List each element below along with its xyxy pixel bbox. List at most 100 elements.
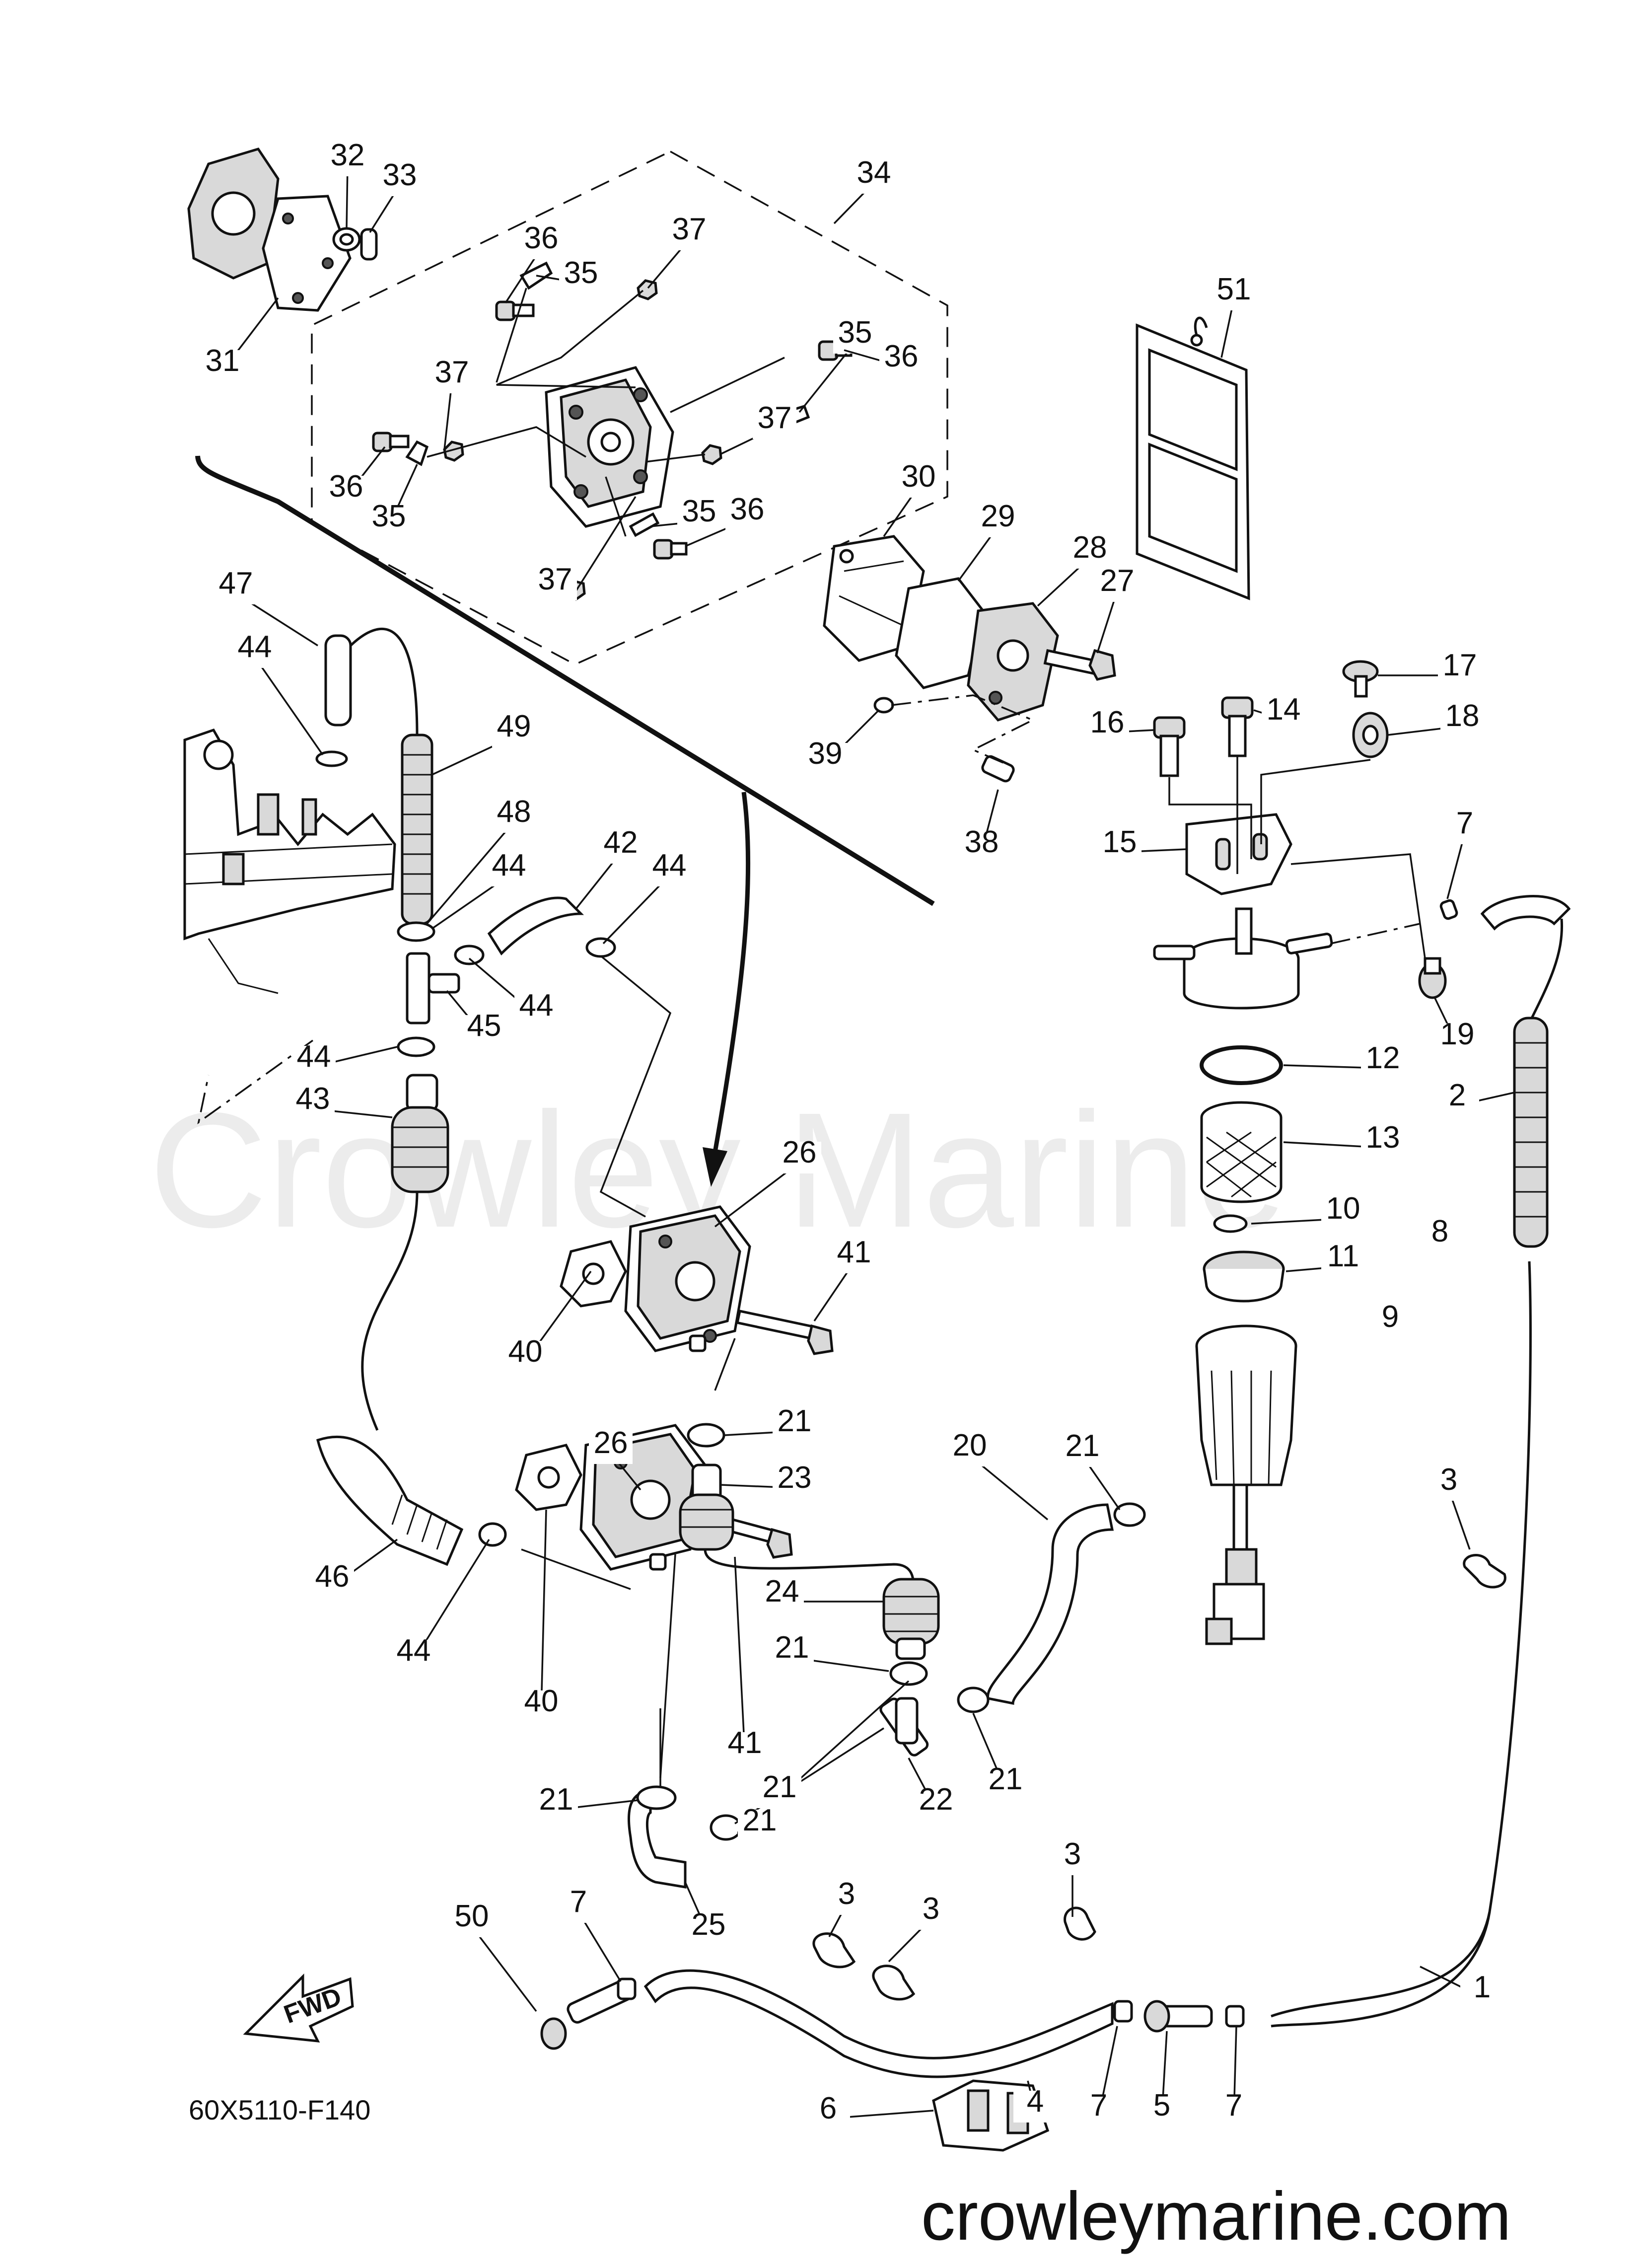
callout-bg <box>897 466 940 498</box>
diagram-code: 60X5110-F140 <box>189 2094 370 2125</box>
part-48-clamp <box>397 921 435 942</box>
part-20-elbow-hose <box>987 1503 1114 1705</box>
part-33-spring <box>360 228 378 261</box>
callout-bg <box>773 1467 816 1499</box>
callout-label: 4 <box>1027 2084 1044 2119</box>
callout-label: 36 <box>329 469 363 504</box>
kit-34-dashed-outline <box>311 150 948 665</box>
callout-label: 36 <box>730 492 765 526</box>
callout-label: 44 <box>492 848 526 882</box>
part-36-screw-a <box>495 300 535 321</box>
part-39-oring <box>873 697 894 714</box>
part-50-connector <box>540 1979 633 2050</box>
callout-label: 38 <box>965 825 999 859</box>
part-25-elbow <box>627 1789 687 1889</box>
part-21-clamp-b <box>889 1661 928 1686</box>
callout-bg <box>514 995 558 1026</box>
callout-label: 44 <box>238 630 272 664</box>
hose-43-to-46 <box>361 1191 419 1431</box>
callout-label: 28 <box>1073 530 1107 565</box>
callout-label: 35 <box>372 499 406 533</box>
callout-label: 19 <box>1440 1017 1475 1051</box>
callout-bg <box>1440 705 1484 737</box>
callout-bg <box>738 1810 782 1841</box>
part-23-hose-joint <box>679 1463 734 1551</box>
callout-bg <box>1077 2095 1121 2126</box>
callout-label: 44 <box>297 1039 331 1074</box>
callout-label: 7 <box>1225 2088 1242 2122</box>
callout-bg <box>1460 1976 1504 2008</box>
callout-bg <box>450 1905 494 1937</box>
callout-leader <box>426 821 515 925</box>
filter-guide-line <box>1330 923 1421 945</box>
hose-23-to-24 <box>704 1549 915 1590</box>
callout-label: 15 <box>1103 825 1137 859</box>
part-28-cover <box>967 602 1059 722</box>
callout-bg <box>984 1768 1027 1800</box>
part-4-hose <box>643 1969 1114 2078</box>
part-49-hose <box>401 733 433 925</box>
callout-label: 34 <box>857 155 891 190</box>
callout-bg <box>758 1776 801 1808</box>
callout-bg <box>914 1789 958 1821</box>
callout-leader <box>540 1509 547 1712</box>
part-44-clamp-a <box>315 750 348 767</box>
callout-label: 26 <box>594 1426 628 1460</box>
part-42-elbow-hose <box>487 896 584 955</box>
callout-label: 8 <box>1431 1214 1448 1248</box>
part-21-clamp-c <box>957 1686 990 1713</box>
pump-arrow-curve <box>713 792 751 1153</box>
callout-bg <box>1368 1306 1412 1338</box>
callout-bg <box>492 801 536 833</box>
part-21-clamp-e <box>636 1785 677 1810</box>
part-37-nut-c <box>701 444 722 465</box>
callout-leader <box>254 657 324 755</box>
part-43-hose-joint <box>391 1074 449 1193</box>
callout-label: 21 <box>1066 1429 1100 1463</box>
part-27-bolt <box>1043 649 1116 681</box>
callout-bg <box>310 1566 354 1598</box>
callout-leader <box>577 1911 622 1982</box>
callout-label: 50 <box>455 1899 489 1933</box>
callout-label: 1 <box>1474 1970 1491 2004</box>
callout-bg <box>503 1341 547 1373</box>
part-44-clamp-d <box>397 1036 435 1057</box>
callout-bg <box>559 262 603 294</box>
callout-bg <box>1212 2095 1256 2126</box>
callout-bg <box>723 1732 767 1764</box>
callout-label: 41 <box>728 1726 762 1760</box>
center-hose-group <box>521 1423 1146 1889</box>
callout-bg <box>599 832 643 864</box>
part-12-oring <box>1200 1045 1283 1085</box>
callout-bg <box>647 855 691 886</box>
callout-label: 33 <box>383 158 417 192</box>
callout-bg <box>557 1891 600 1923</box>
part-11-cap <box>1203 1250 1285 1303</box>
part-7-clip-a <box>617 1977 637 2000</box>
part-44-clamp-b <box>454 945 485 965</box>
callout-label: 11 <box>1327 1239 1359 1273</box>
part-32-ring <box>332 227 361 252</box>
part-3-clip-c <box>1064 1906 1096 1941</box>
callout-label: 47 <box>219 566 253 600</box>
callout-label: 35 <box>838 315 872 350</box>
part-3-clip-right <box>1463 1554 1506 1589</box>
callout-bg <box>519 227 563 259</box>
pump-cover-group <box>823 535 1116 783</box>
callout-bg <box>825 1883 868 1915</box>
callout-label: 17 <box>1443 648 1477 682</box>
part-46-corrugated-hose <box>316 1435 464 1566</box>
part-7-clip-upper <box>1439 899 1458 920</box>
part-26-pump-upper <box>560 1205 751 1352</box>
callout-bg <box>324 476 368 508</box>
callout-label: 21 <box>989 1762 1023 1796</box>
callout-bg <box>960 831 1003 863</box>
callout-bg <box>833 322 877 354</box>
callout-label: 21 <box>778 1404 812 1438</box>
callout-bg <box>948 1435 992 1466</box>
callout-bg <box>1435 1024 1479 1055</box>
callout-label: 37 <box>435 355 469 389</box>
callout-leader <box>734 1556 746 1754</box>
callout-label: 40 <box>524 1684 559 1718</box>
callout-label: 3 <box>923 1892 939 1926</box>
